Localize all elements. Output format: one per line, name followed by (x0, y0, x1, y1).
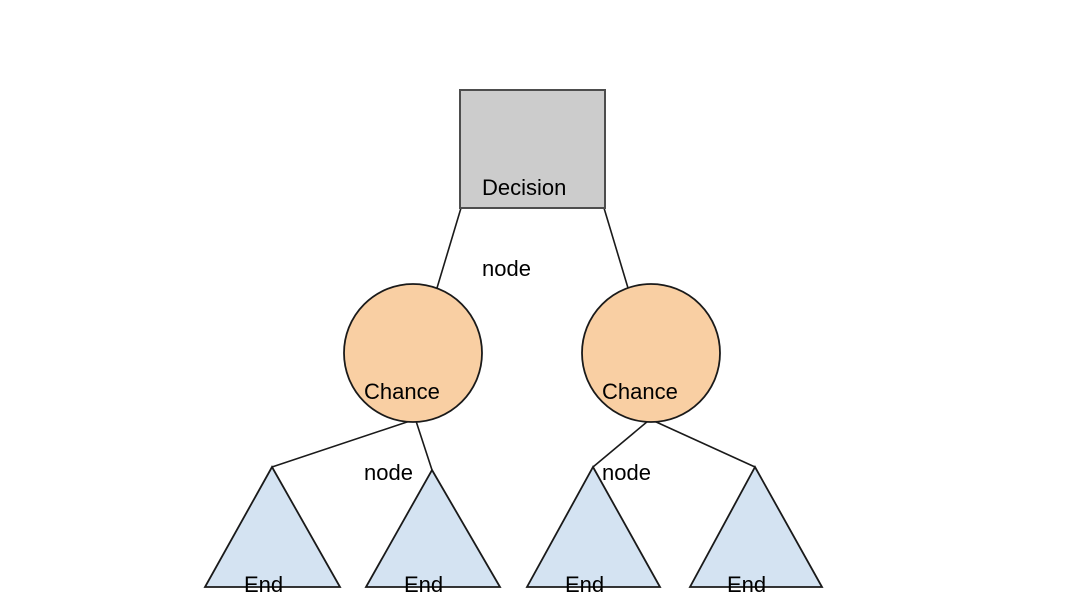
chance-left-node-shape[interactable] (343, 283, 483, 423)
end-1-node-shape[interactable] (203, 465, 342, 588)
end-3-node-shape[interactable] (525, 465, 662, 588)
edge-chance-right-to-end-4 (653, 420, 756, 468)
end-2-node-shape[interactable] (364, 468, 502, 588)
decision-node-shape[interactable] (459, 89, 606, 209)
chance-right-node-shape[interactable] (581, 283, 721, 423)
edge-chance-right-to-end-3 (592, 420, 649, 468)
edge-decision-to-chance-right (603, 207, 629, 289)
edge-chance-left-to-end-2 (415, 420, 433, 471)
edge-decision-to-chance-left (436, 207, 462, 289)
end-4-node-shape[interactable] (688, 465, 824, 588)
edge-chance-left-to-end-1 (271, 420, 411, 468)
